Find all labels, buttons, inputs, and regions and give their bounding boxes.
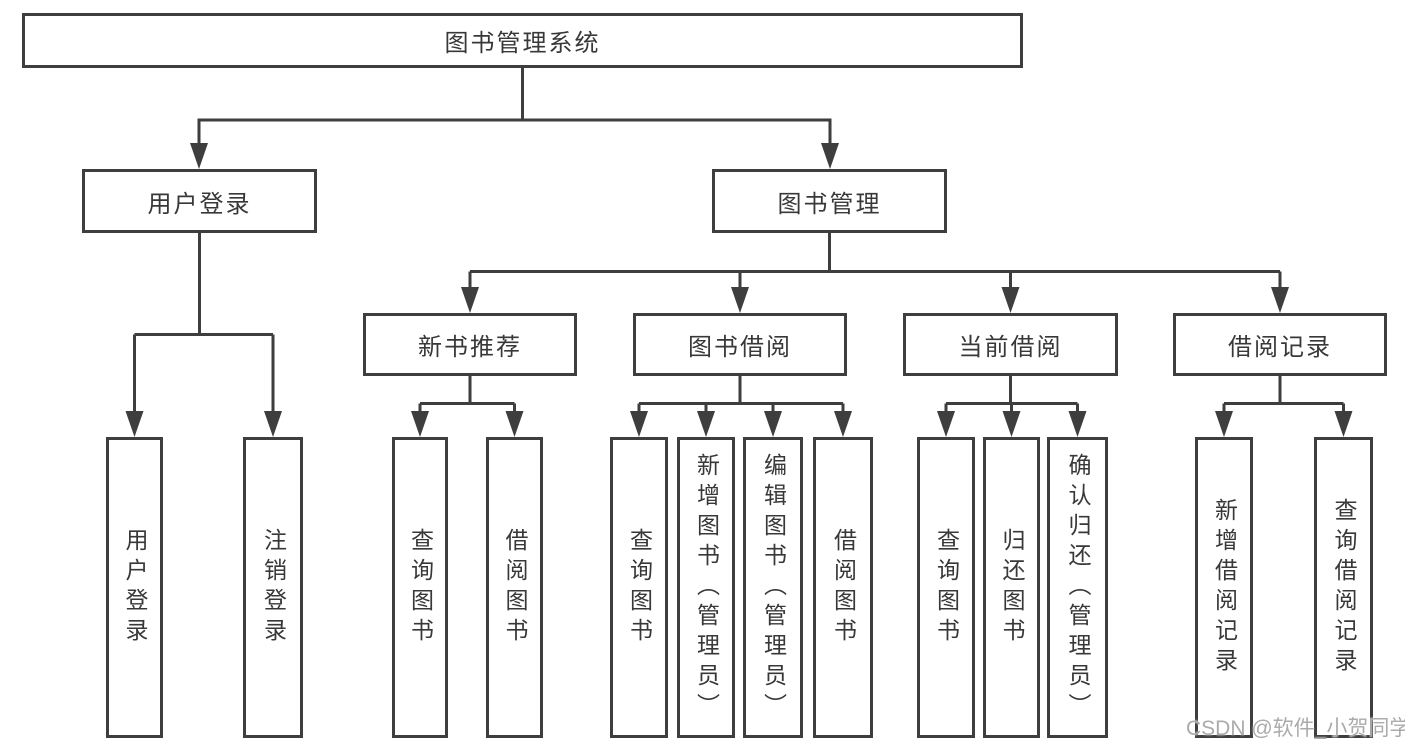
leaf-cb-confirm-return-admin-label: 确认归还（管理员） (1065, 452, 1091, 723)
leaf-nb-query-book-label: 查询图书 (407, 527, 434, 648)
leaf-bb-borrow-book-label: 借阅图书 (830, 527, 857, 648)
node-book-borrowing: 图书借阅 (633, 313, 847, 376)
node-root-label: 图书管理系统 (444, 30, 601, 57)
leaf-bb-query-book: 查询图书 (610, 437, 668, 738)
arrowhead (264, 411, 282, 437)
leaf-bb-add-book-admin-label: 新增图书（管理员） (693, 452, 720, 723)
node-book-borrowing-label: 图书借阅 (688, 334, 792, 361)
leaf-logout-label: 注销登录 (260, 527, 287, 648)
leaf-bb-query-book-label: 查询图书 (626, 527, 653, 648)
arrowhead (764, 411, 782, 437)
arrowhead (834, 411, 852, 437)
leaf-br-add-record: 新增借阅记录 (1195, 437, 1253, 738)
arrowhead (1068, 411, 1087, 437)
arrowhead (821, 143, 839, 169)
node-user-login: 用户登录 (82, 169, 317, 233)
arrowhead (697, 411, 715, 437)
arrowhead (190, 143, 208, 169)
leaf-cb-query-book-label: 查询图书 (933, 527, 960, 648)
leaf-bb-edit-book-admin-label: 编辑图书（管理员） (760, 452, 787, 723)
leaf-cb-return-book: 归还图书 (983, 437, 1040, 738)
arrowhead (1271, 287, 1289, 313)
leaf-user-login: 用户登录 (106, 437, 163, 738)
node-current-borrowing-label: 当前借阅 (958, 334, 1063, 361)
node-new-book-recommend: 新书推荐 (363, 313, 577, 376)
leaf-bb-add-book-admin: 新增图书（管理员） (677, 437, 735, 738)
leaf-cb-confirm-return-admin: 确认归还（管理员） (1047, 437, 1108, 738)
arrowhead (937, 411, 955, 437)
leaf-bb-borrow-book: 借阅图书 (813, 437, 873, 738)
arrowhead (1001, 287, 1020, 313)
arrowhead (1215, 411, 1233, 437)
arrowhead (1002, 411, 1021, 437)
arrowhead (125, 411, 144, 437)
leaf-nb-borrow-book-label: 借阅图书 (502, 527, 528, 648)
leaf-bb-edit-book-admin: 编辑图书（管理员） (743, 437, 803, 738)
arrowhead (731, 287, 749, 313)
leaf-br-query-record-label: 查询借阅记录 (1331, 497, 1357, 678)
node-book-management: 图书管理 (712, 169, 947, 233)
arrowhead (1334, 411, 1353, 437)
node-user-login-label: 用户登录 (147, 190, 252, 218)
leaf-cb-query-book: 查询图书 (917, 437, 975, 738)
node-borrow-records: 借阅记录 (1173, 313, 1387, 376)
node-root: 图书管理系统 (22, 13, 1023, 68)
leaf-br-query-record: 查询借阅记录 (1314, 437, 1373, 738)
arrowhead (411, 411, 429, 437)
node-new-book-recommend-label: 新书推荐 (418, 334, 522, 361)
arrowhead (630, 411, 648, 437)
leaf-nb-query-book: 查询图书 (392, 437, 448, 738)
leaf-nb-borrow-book: 借阅图书 (486, 437, 543, 738)
leaf-user-login-label: 用户登录 (122, 527, 148, 648)
arrowhead (505, 411, 524, 437)
leaf-logout: 注销登录 (243, 437, 303, 738)
arrowhead (461, 287, 479, 313)
node-book-management-label: 图书管理 (777, 190, 882, 218)
leaf-br-add-record-label: 新增借阅记录 (1211, 497, 1238, 678)
node-current-borrowing: 当前借阅 (903, 313, 1118, 376)
leaf-cb-return-book-label: 归还图书 (999, 527, 1025, 648)
node-borrow-records-label: 借阅记录 (1228, 334, 1332, 361)
